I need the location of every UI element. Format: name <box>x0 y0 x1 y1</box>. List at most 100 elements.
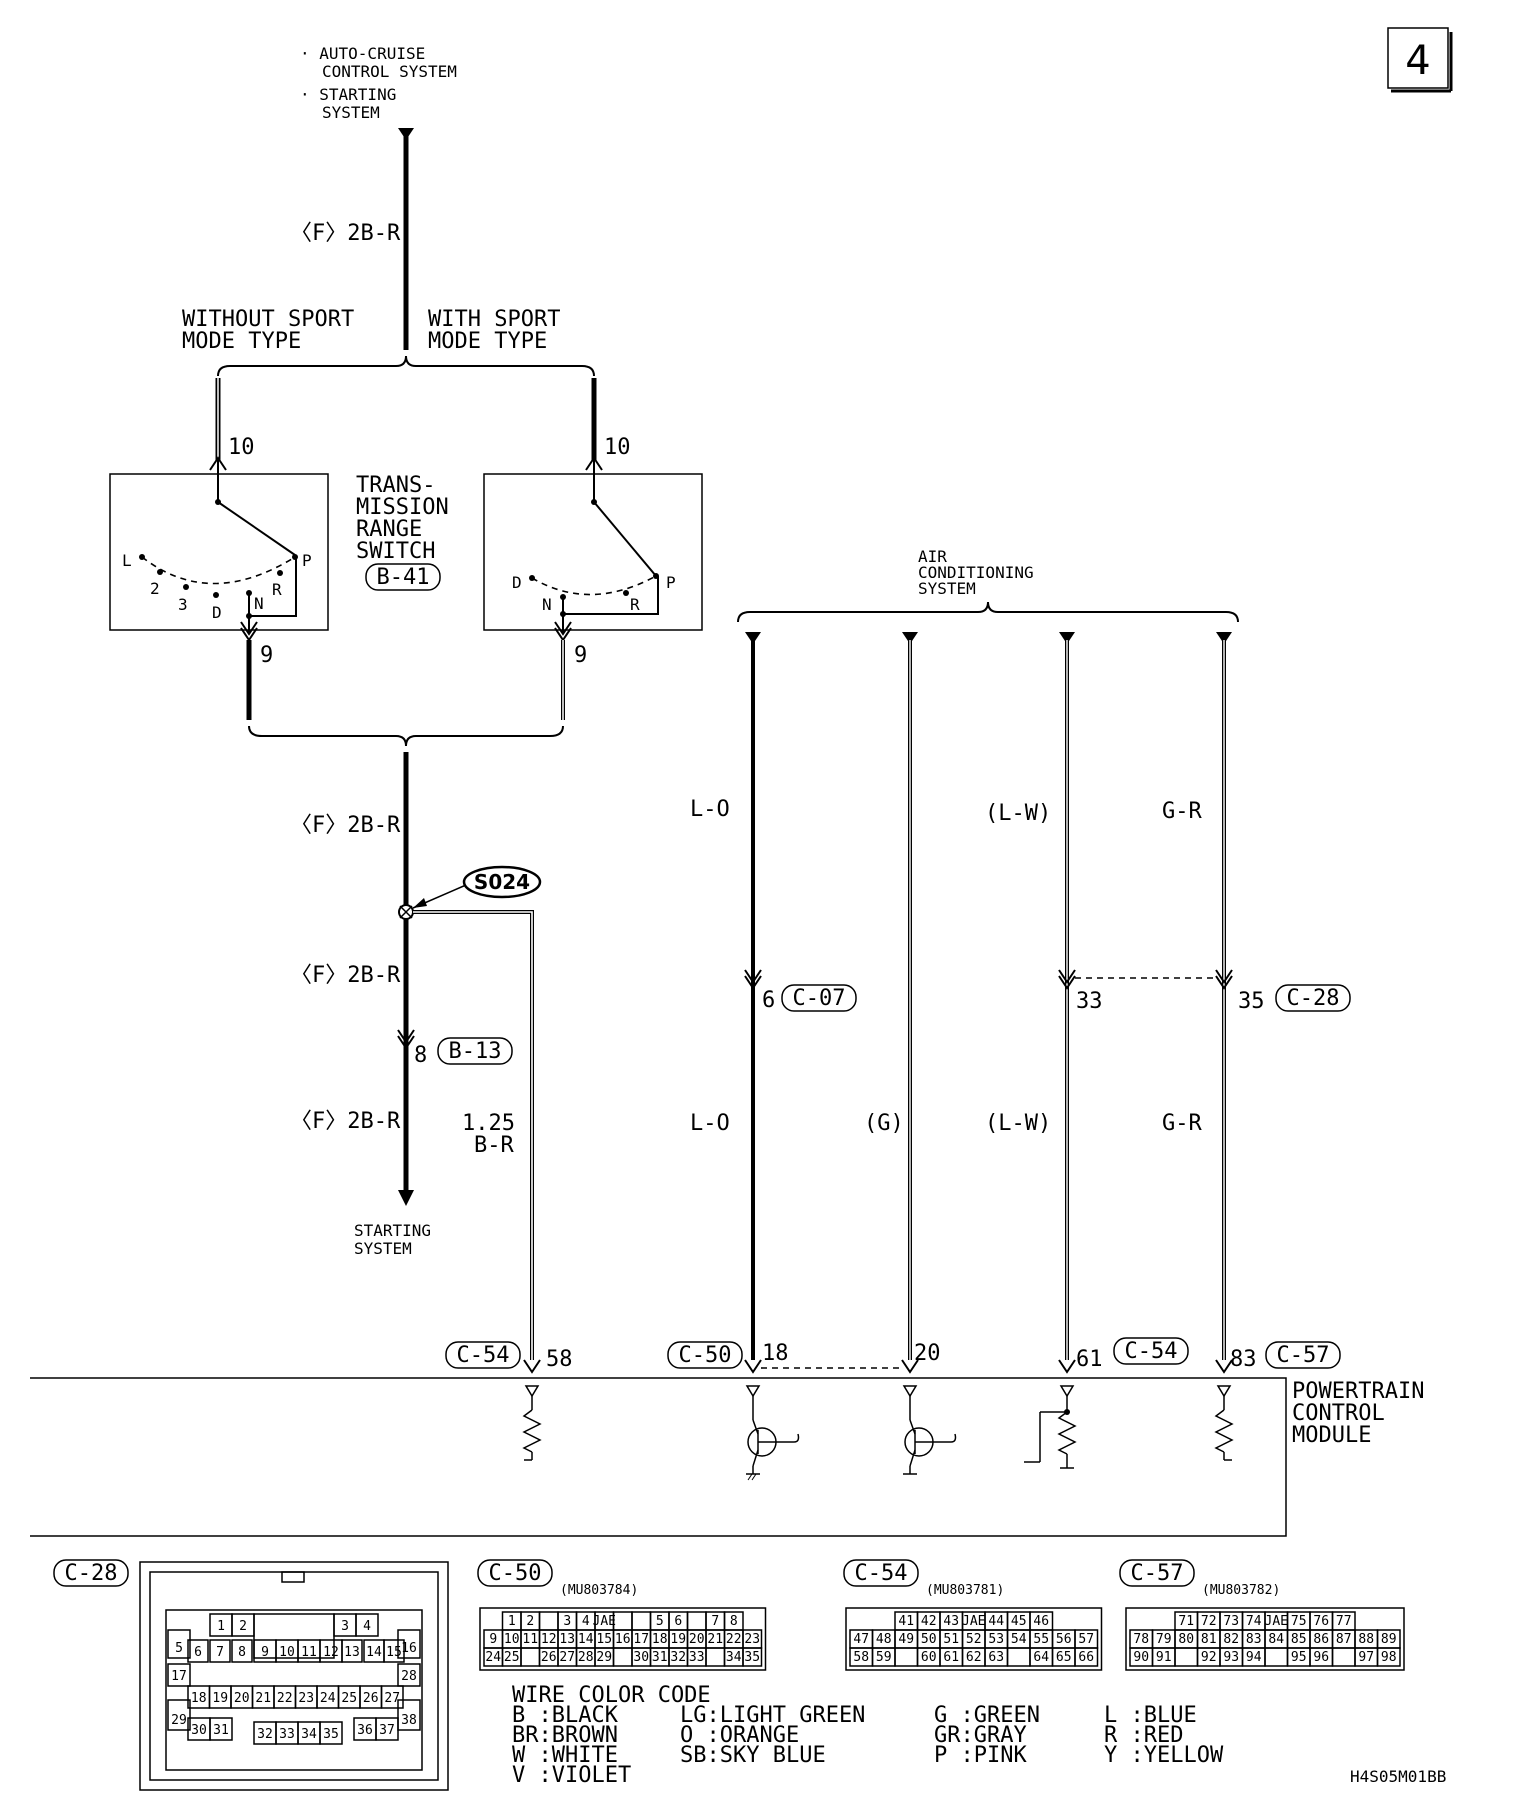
c28-pin-label: 9 <box>261 1645 269 1660</box>
c54-pin-label: 66 <box>1078 1650 1094 1665</box>
range-switch-with-sport: 10 D N R P 9 <box>483 435 703 668</box>
c54-pin-label: 63 <box>988 1650 1004 1665</box>
c54-pin-label: JAE <box>962 1614 985 1629</box>
c28-pin-label: 4 <box>363 1619 371 1634</box>
c28-pin-label: 31 <box>213 1723 229 1738</box>
c54-pin-label: 41 <box>898 1614 914 1629</box>
c54-pin-label: 55 <box>1033 1632 1049 1647</box>
c57-pin-label: 84 <box>1268 1632 1284 1647</box>
c54-pin-label: 54 <box>1011 1632 1027 1647</box>
c50-pin-label: 28 <box>578 1650 594 1665</box>
c57-pin-label: 75 <box>1291 1614 1307 1629</box>
svg-text:AIR: AIR <box>918 547 947 566</box>
svg-text:· AUTO-CRUISE: · AUTO-CRUISE <box>300 44 425 63</box>
c28-cell <box>209 1717 233 1741</box>
svg-text:MODE TYPE: MODE TYPE <box>182 329 301 354</box>
c57-pin-label: 91 <box>1156 1650 1172 1665</box>
c28-pin-label: 18 <box>191 1691 207 1706</box>
c28-pin-label: 3 <box>341 1619 349 1634</box>
svg-text:6: 6 <box>762 988 775 1013</box>
c57-pin-label: 90 <box>1133 1650 1149 1665</box>
c28-cell <box>167 1663 191 1687</box>
splice-s024: S024 1.25 B-R <box>398 865 542 1360</box>
c54-pin-label: 42 <box>921 1614 937 1629</box>
svg-text:61: 61 <box>1076 1347 1103 1372</box>
connector-c28: C-28 <box>1287 986 1340 1011</box>
connector-c07: C-07 <box>793 986 846 1011</box>
c50-pin-label: 21 <box>707 1632 723 1647</box>
connector-b13: B-13 <box>449 1039 502 1064</box>
c54-pin-label: 52 <box>966 1632 982 1647</box>
c50-pin-label: 2 <box>526 1614 534 1629</box>
c50-pin-label: 3 <box>563 1614 571 1629</box>
c50-pin-label: 32 <box>670 1650 686 1665</box>
variant-join-bracket <box>248 725 564 747</box>
c50-pin-label: 5 <box>656 1614 664 1629</box>
svg-text:SYSTEM: SYSTEM <box>354 1239 412 1258</box>
svg-text:33: 33 <box>1076 989 1103 1014</box>
c28-pin-label: 30 <box>191 1723 207 1738</box>
svg-text:D: D <box>212 603 222 622</box>
c50-pin-label: 24 <box>485 1650 501 1665</box>
c54-pin-label: 43 <box>943 1614 959 1629</box>
c57-pin-label: 77 <box>1336 1614 1352 1629</box>
c28-pin-label: 35 <box>323 1727 339 1742</box>
c28-pin-label: 1 <box>217 1619 225 1634</box>
svg-text:STARTING: STARTING <box>354 1221 431 1240</box>
c57-pin-label: 79 <box>1156 1632 1172 1647</box>
svg-text:· STARTING: · STARTING <box>300 85 396 104</box>
svg-text:C-50: C-50 <box>489 1561 542 1586</box>
c50-pin-label: 25 <box>504 1650 520 1665</box>
c57-pin-label: 86 <box>1313 1632 1329 1647</box>
c57-pin-label: 95 <box>1291 1650 1307 1665</box>
svg-text:L-O: L-O <box>690 1111 730 1136</box>
c28-pin-label: 38 <box>401 1713 417 1728</box>
svg-text:10: 10 <box>604 435 631 460</box>
c50-pin-label: 33 <box>689 1650 705 1665</box>
svg-text:(MU803781): (MU803781) <box>926 1583 1004 1598</box>
c28-cell <box>375 1717 399 1741</box>
svg-text:35: 35 <box>1238 989 1265 1014</box>
c28-cell <box>397 1699 421 1731</box>
svg-text:20: 20 <box>914 1341 941 1366</box>
c57-pin-label: 88 <box>1358 1632 1374 1647</box>
svg-text:L: L <box>122 551 132 570</box>
c54-pin-label: 56 <box>1056 1632 1072 1647</box>
svg-text:V :VIOLET: V :VIOLET <box>512 1763 631 1788</box>
top-wire: 〈F〉2B-R <box>290 128 414 350</box>
svg-text:N: N <box>254 594 264 613</box>
c28-pin-label: 8 <box>238 1645 246 1660</box>
svg-text:2: 2 <box>150 579 160 598</box>
svg-text:BR:BROWN: BR:BROWN <box>512 1723 618 1748</box>
c50-cell <box>631 1611 652 1631</box>
ac-system-label: AIR CONDITIONING SYSTEM <box>737 547 1239 623</box>
c28-cell <box>397 1663 421 1687</box>
c28-pin-label: 21 <box>255 1691 271 1706</box>
c28-pin-label: 17 <box>171 1669 187 1684</box>
c57-pin-label: 94 <box>1246 1650 1262 1665</box>
c28-pin-label: 24 <box>320 1691 336 1706</box>
c28-pin-label: 6 <box>194 1645 202 1660</box>
c28-cell <box>209 1639 231 1663</box>
c28-cell <box>341 1639 363 1663</box>
c54-pin-label: 47 <box>853 1632 869 1647</box>
svg-text:(G): (G) <box>864 1111 904 1136</box>
c28-pin-label: 36 <box>357 1723 373 1738</box>
svg-text:S024: S024 <box>474 870 530 894</box>
svg-text:D: D <box>512 573 522 592</box>
svg-text:WIRE COLOR CODE: WIRE COLOR CODE <box>512 1683 711 1708</box>
c28-pin-label: 22 <box>277 1691 293 1706</box>
svg-text:WITHOUT SPORT: WITHOUT SPORT <box>182 307 354 332</box>
c57-pin-label: 76 <box>1313 1614 1329 1629</box>
c57-pin-label: 85 <box>1291 1632 1307 1647</box>
range-switch-without-sport: 10 L 2 3 D N R P 9 <box>109 435 329 668</box>
c28-cell <box>319 1721 343 1745</box>
c28-pin-label: 16 <box>401 1641 417 1656</box>
c54-pin-label: 59 <box>876 1650 892 1665</box>
svg-text:CONDITIONING: CONDITIONING <box>918 563 1034 582</box>
svg-text:MISSION: MISSION <box>356 495 449 520</box>
svg-text:SYSTEM: SYSTEM <box>918 579 976 598</box>
